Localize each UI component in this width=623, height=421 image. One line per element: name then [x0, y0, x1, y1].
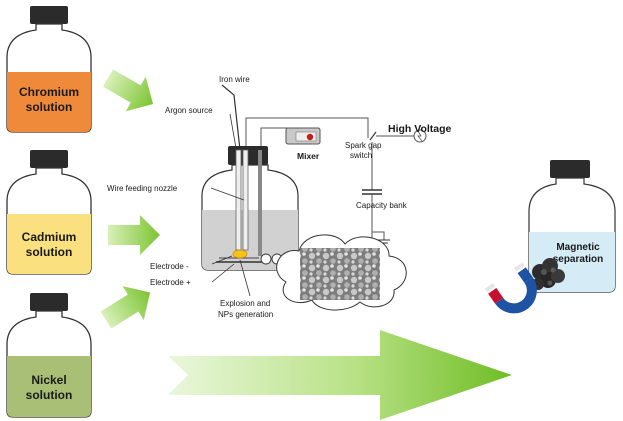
mixer-indicator — [306, 133, 314, 141]
circuit-wire — [245, 117, 369, 150]
magnetic-separation-bottle: Magnetic separation — [484, 160, 616, 314]
chromium-bottle: Chromium solution — [6, 6, 92, 133]
reactor — [201, 84, 427, 297]
explosion-spark — [232, 249, 248, 259]
iron-wire-line — [221, 84, 241, 151]
mixer-shaft — [258, 150, 262, 256]
chromium-label-1: Chromium — [19, 85, 79, 99]
bottle-cap — [30, 150, 68, 168]
cadmium-label-1: Cadmium — [22, 230, 77, 244]
explosion-pointer — [239, 259, 251, 297]
arrow-chromium — [103, 69, 154, 112]
explosion-label-1: Explosion and — [220, 299, 270, 308]
nickel-liquid — [7, 356, 91, 417]
electrode-plus-label: Electrode + — [150, 278, 191, 287]
cadmium-bottle: Cadmium solution — [6, 150, 92, 275]
sem-image-cloud — [276, 234, 407, 311]
horseshoe-magnet-icon — [484, 262, 537, 314]
mixer-label: Mixer — [297, 151, 320, 161]
cadmium-liquid — [7, 214, 91, 274]
nickel-label-1: Nickel — [31, 373, 66, 387]
spark-gap-label-2: switch — [350, 151, 372, 160]
arrow-nickel — [100, 286, 151, 329]
argon-tube — [235, 149, 242, 251]
big-process-arrow — [168, 330, 512, 420]
separation-label-1: Magnetic — [556, 242, 600, 253]
bottle-cap — [30, 6, 68, 24]
electrode-minus-pointer — [211, 255, 233, 265]
mixer-wire — [260, 127, 296, 150]
nozzle-pointer — [210, 187, 245, 201]
capacitor-icon — [362, 189, 382, 195]
wire-feeding-nozzle-label: Wire feeding nozzle — [107, 184, 178, 193]
ground-wire — [371, 194, 385, 240]
switch-contact — [369, 131, 377, 141]
nickel-label-2: solution — [26, 388, 73, 402]
spark-gap-label-1: Spark gap — [345, 141, 382, 150]
argon-pointer — [229, 113, 237, 149]
capacity-bank-label: Capacity bank — [356, 201, 408, 210]
stirrer-circle — [260, 253, 272, 265]
electrode-plus-pointer — [211, 263, 235, 283]
chromium-label-2: solution — [26, 100, 73, 114]
sem-micrograph — [300, 248, 380, 300]
arrow-cadmium — [108, 215, 160, 255]
argon-source-label: Argon source — [165, 106, 213, 115]
high-voltage-label: High Voltage — [388, 123, 452, 135]
cadmium-label-2: solution — [26, 245, 73, 259]
nickel-bottle: Nickel solution — [6, 293, 92, 418]
bottle-cap — [550, 160, 590, 178]
separation-label-2: separation — [553, 254, 604, 265]
explosion-label-2: NPs generation — [218, 310, 273, 319]
chromium-liquid — [7, 72, 91, 132]
iron-wire-label: Iron wire — [219, 75, 250, 84]
electrode-minus-label: Electrode - — [150, 262, 189, 271]
bottle-cap — [30, 293, 68, 311]
